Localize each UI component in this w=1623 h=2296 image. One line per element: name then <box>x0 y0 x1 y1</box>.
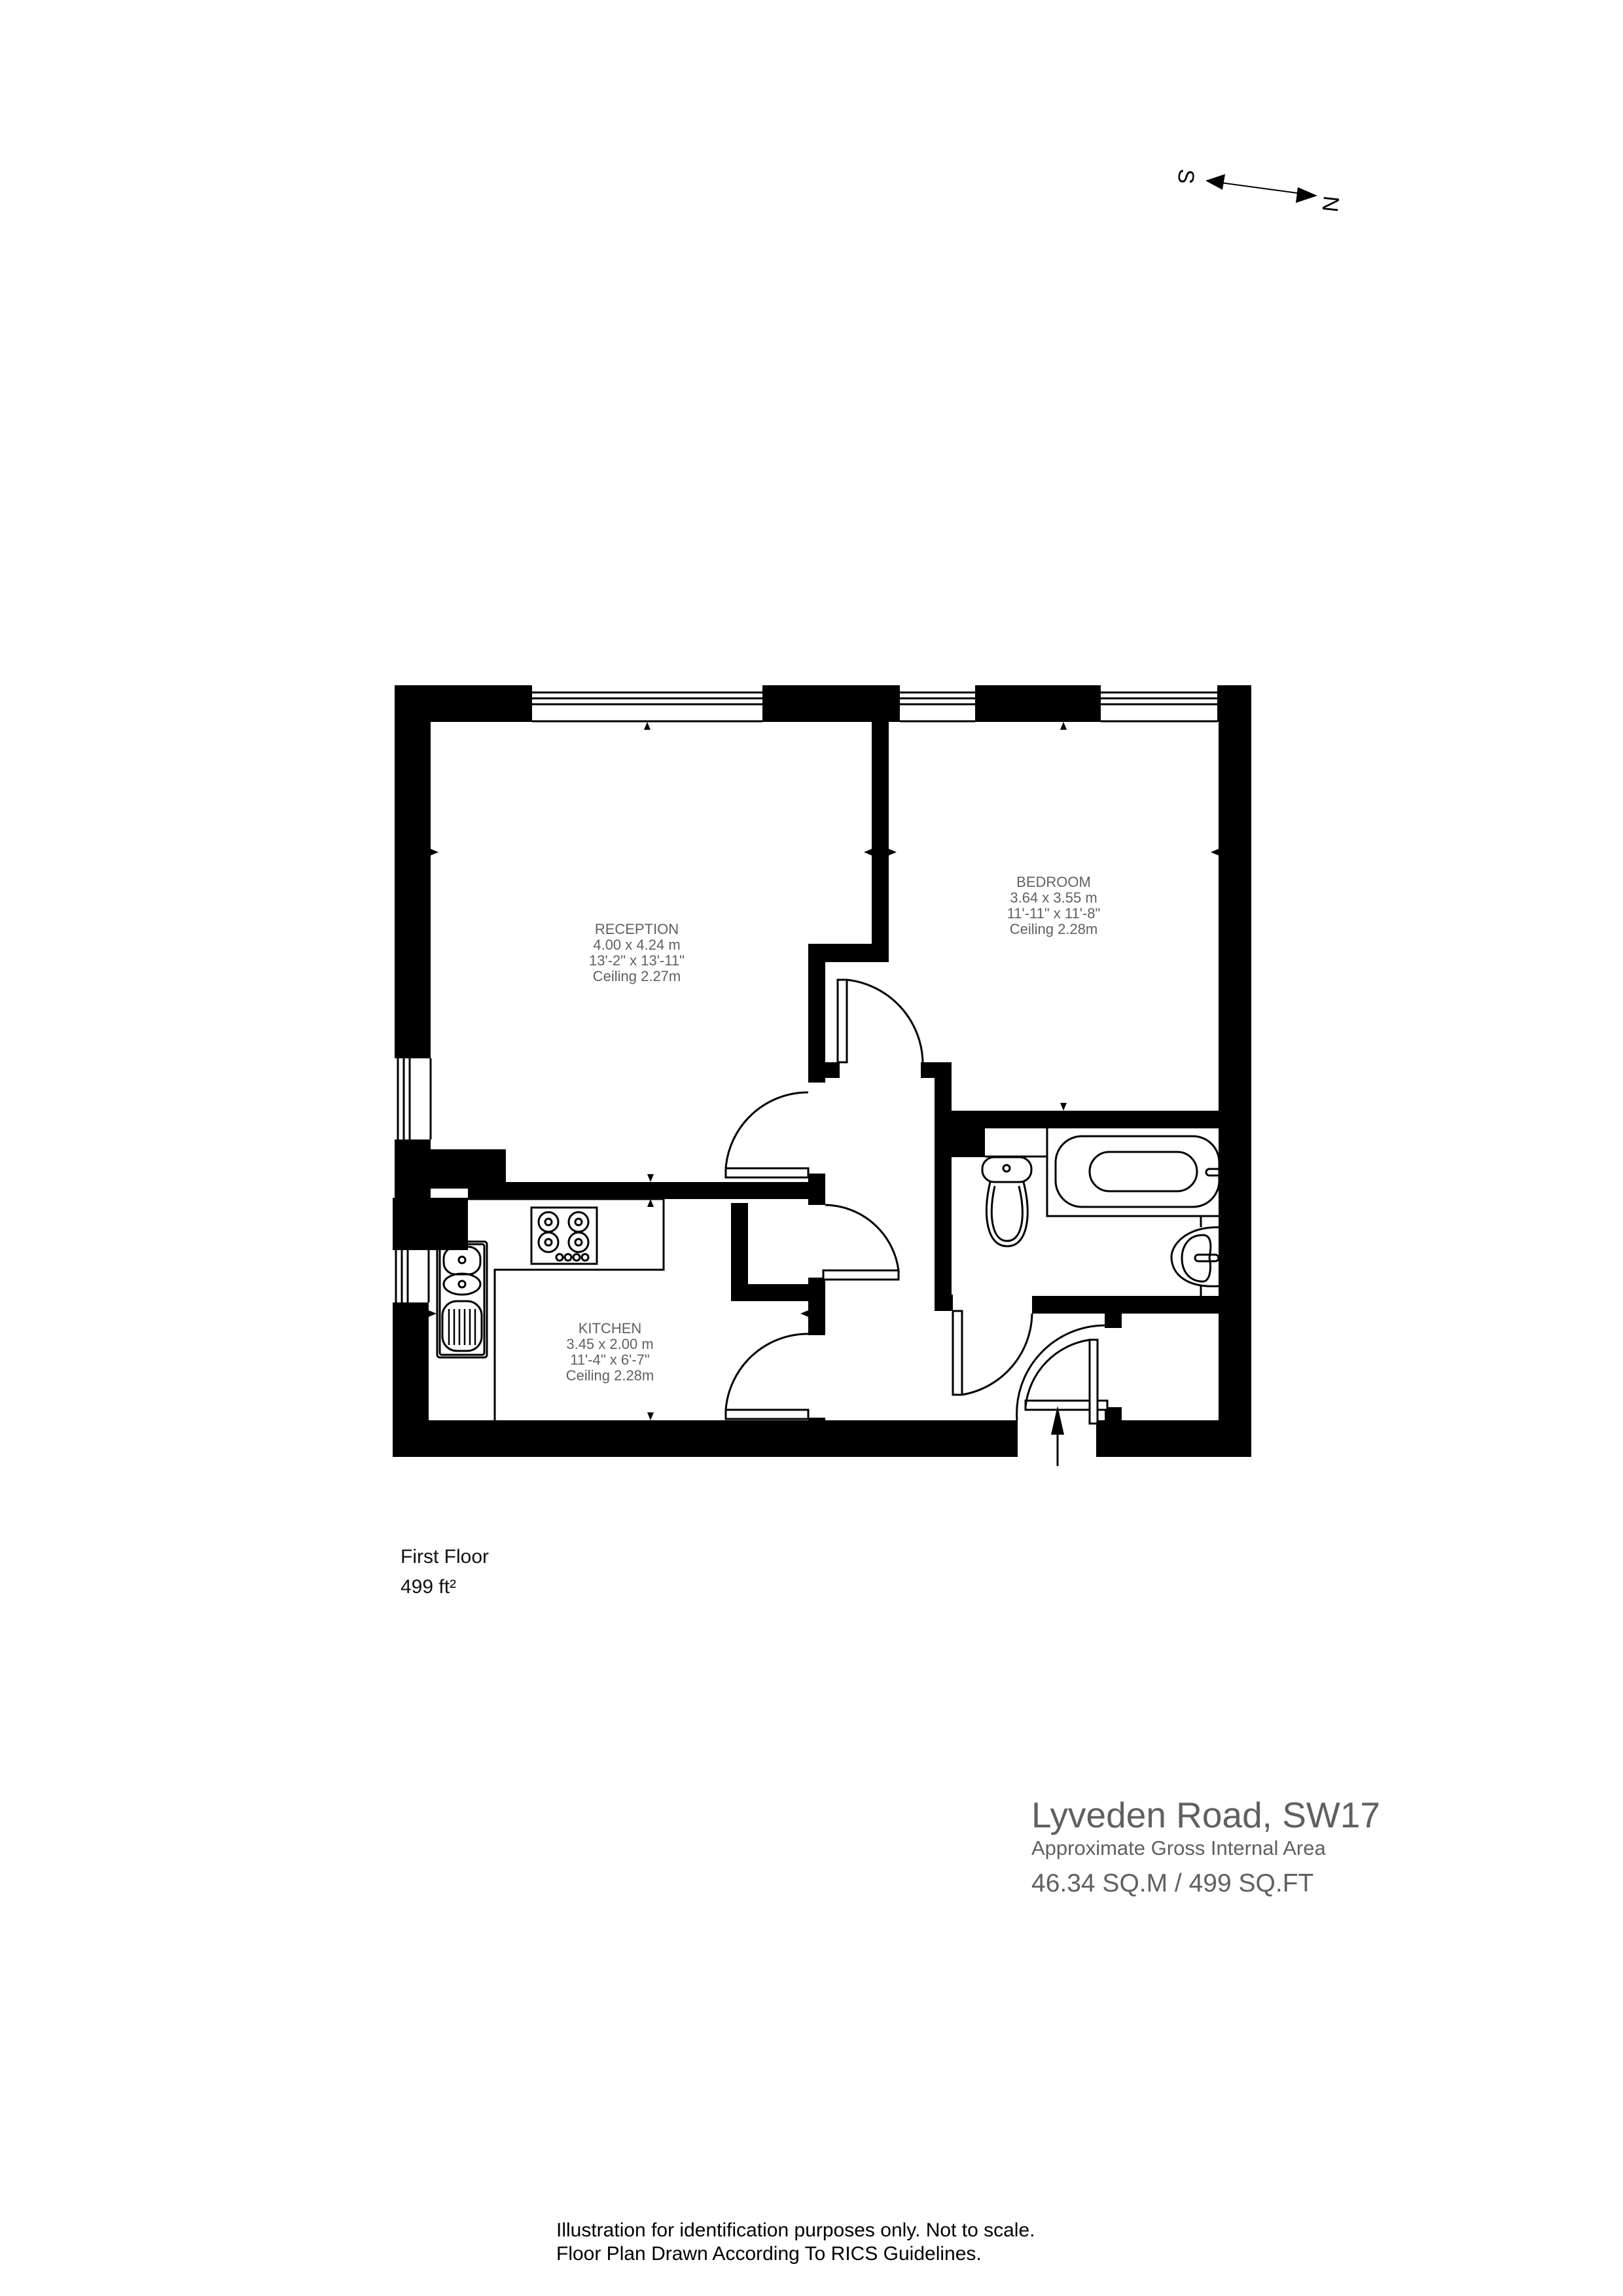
room-name: RECEPTION <box>594 921 679 937</box>
disclaimer: Illustration for identification purposes… <box>556 2219 1035 2266</box>
room-ceiling-height: Ceiling 2.27m <box>592 968 681 984</box>
room-name: BEDROOM <box>1016 874 1091 890</box>
window-reception-top <box>532 691 762 723</box>
wall <box>808 1174 825 1205</box>
wall <box>395 685 431 1058</box>
property-title: Lyveden Road, SW17 <box>1031 1795 1381 1835</box>
wall <box>808 944 825 1083</box>
door-bedroom <box>836 978 924 1064</box>
title-block: Lyveden Road, SW17 Approximate Gross Int… <box>1031 1795 1380 1902</box>
floor-area: 499 ft² <box>401 1576 457 1598</box>
door-bathroom <box>952 1310 1033 1396</box>
basin-icon <box>1170 1216 1220 1296</box>
door-kitchen <box>724 1333 810 1420</box>
room-ceiling-height: Ceiling 2.28m <box>1009 921 1098 937</box>
wall <box>808 1418 825 1454</box>
wall <box>393 1420 1018 1457</box>
window-reception-side <box>397 1058 432 1139</box>
disclaimer-line-2: Floor Plan Drawn According To RICS Guide… <box>556 2243 982 2265</box>
entrance-arrow-icon <box>1051 1406 1064 1466</box>
room-label-kitchen: KITCHEN 3.45 x 2.00 m 11'-4" x 6'-7" Cei… <box>544 1321 675 1384</box>
room-name: KITCHEN <box>578 1320 642 1336</box>
kitchen-worktop <box>468 1198 665 1420</box>
compass-arrow-icon <box>1205 174 1317 203</box>
room-metric-size: 3.64 x 3.55 m <box>1010 889 1097 906</box>
room-imperial-size: 11'-4" x 6'-7" <box>570 1352 650 1368</box>
window-kitchen-side <box>395 1250 430 1302</box>
hob-icon <box>530 1206 598 1265</box>
room-imperial-size: 11'-11" x 11'-8" <box>1007 905 1101 922</box>
wall <box>935 1295 953 1310</box>
window-bedroom-top-right <box>1101 691 1217 723</box>
wall <box>950 1128 985 1157</box>
window-bedroom-top-left <box>900 691 975 723</box>
door-closet <box>822 1204 900 1281</box>
wall <box>872 713 889 962</box>
compass: S N <box>1165 157 1361 229</box>
door-entrance <box>1016 1324 1109 1425</box>
wall <box>949 1111 1221 1128</box>
wall <box>935 1062 952 1311</box>
wall <box>468 1182 825 1199</box>
disclaimer-line-1: Illustration for identification purposes… <box>556 2219 1035 2241</box>
wall <box>825 1062 840 1078</box>
property-subtitle: Approximate Gross Internal Area <box>1031 1837 1326 1859</box>
wall <box>1105 1314 1122 1328</box>
floor-caption: First Floor 499 ft² <box>401 1542 489 1602</box>
toilet-icon <box>981 1155 1047 1247</box>
wall <box>1096 1420 1251 1457</box>
floor-name: First Floor <box>401 1546 489 1568</box>
room-label-reception: RECEPTION 4.00 x 4.24 m 13'-2" x 13'-11"… <box>571 922 702 984</box>
wall <box>731 1284 823 1301</box>
dimension-markers <box>429 722 1219 1420</box>
room-metric-size: 4.00 x 4.24 m <box>593 937 681 953</box>
wall <box>395 1139 431 1198</box>
wall <box>1032 1296 1221 1314</box>
wall <box>1219 685 1251 1451</box>
wall <box>975 685 1101 722</box>
property-area: 46.34 SQ.M / 499 SQ.FT <box>1031 1869 1314 1897</box>
room-metric-size: 3.45 x 2.00 m <box>566 1336 654 1352</box>
bath-icon <box>1046 1128 1225 1217</box>
double-sink-icon <box>436 1240 488 1359</box>
room-ceiling-height: Ceiling 2.28m <box>565 1367 654 1384</box>
wall <box>808 1278 825 1335</box>
room-label-bedroom: BEDROOM 3.64 x 3.55 m 11'-11" x 11'-8" C… <box>988 874 1119 937</box>
room-imperial-size: 13'-2" x 13'-11" <box>589 952 685 969</box>
door-reception <box>724 1091 810 1179</box>
